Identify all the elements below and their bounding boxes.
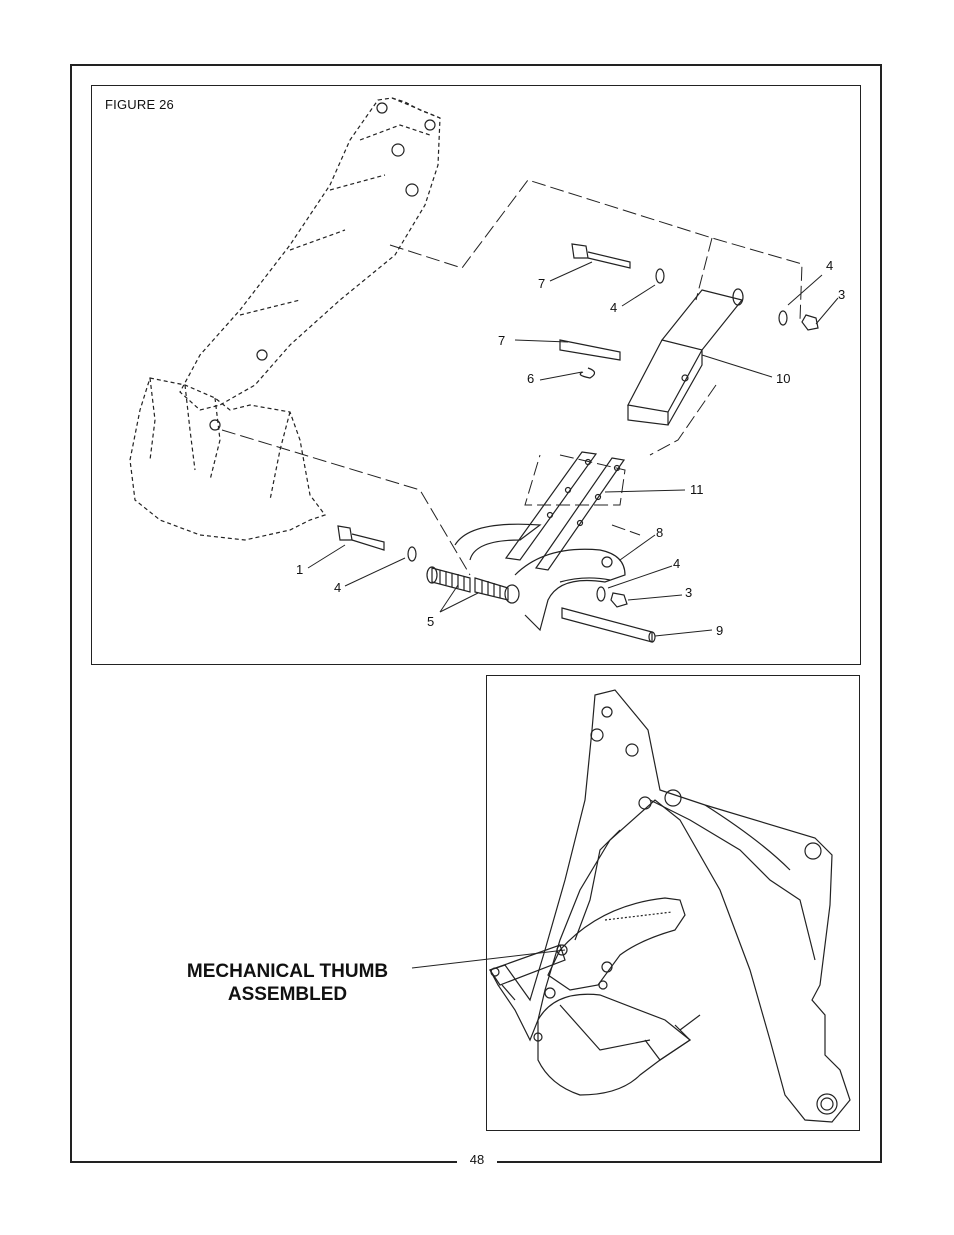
nut-lower <box>610 592 628 608</box>
assembled-view-title: MECHANICAL THUMB ASSEMBLED <box>160 960 415 1006</box>
washer-upper-right <box>778 310 788 326</box>
thumb-bracket-arms <box>504 451 626 571</box>
hair-clip <box>579 367 596 379</box>
thumb-tube <box>627 288 744 426</box>
callout-4-upper-left: 4 <box>610 300 618 315</box>
stick-pivot-holes <box>209 102 436 431</box>
callout-leaders <box>307 261 839 637</box>
washer-upper-left <box>655 268 665 284</box>
assembled-view-panel <box>486 675 860 1131</box>
assembly-leader-lines <box>221 179 803 576</box>
hitch-pin <box>559 339 621 361</box>
callout-11: 11 <box>690 482 704 497</box>
figure-title: FIGURE 26 <box>105 97 174 112</box>
assembled-leader <box>411 949 566 969</box>
callout-4-upper-right: 4 <box>826 258 834 273</box>
washer-lower-right <box>596 586 606 602</box>
exploded-view-panel <box>91 85 861 665</box>
callout-7: 7 <box>498 333 506 348</box>
page-number-box: 48 <box>457 1150 497 1170</box>
washer-lower-left <box>407 546 417 562</box>
callout-3-upper: 3 <box>838 287 846 302</box>
dipper-stick-outline <box>129 97 441 541</box>
callout-8: 8 <box>656 525 664 540</box>
torsion-springs <box>426 566 520 604</box>
thumb-plates <box>454 523 626 632</box>
callout-6: 6 <box>527 371 535 386</box>
bolt-lower <box>337 525 385 551</box>
callout-4-lower-left: 4 <box>334 580 342 595</box>
bolt-upper <box>571 243 631 269</box>
assembled-backhoe-drawing <box>489 689 851 1123</box>
callout-5: 5 <box>427 614 435 629</box>
long-pin <box>561 607 656 643</box>
callout-9: 9 <box>716 623 724 638</box>
nut-upper <box>801 314 819 331</box>
assembled-title-line2: ASSEMBLED <box>227 984 348 1005</box>
page-number: 48 <box>469 1152 485 1167</box>
assembled-title-line1: MECHANICAL THUMB <box>186 961 389 982</box>
callout-4-lower-right: 4 <box>673 556 681 571</box>
callout-2: 7 <box>538 276 546 291</box>
callout-10: 10 <box>776 371 791 386</box>
callout-3-lower: 3 <box>685 585 693 600</box>
callout-1: 1 <box>296 562 304 577</box>
